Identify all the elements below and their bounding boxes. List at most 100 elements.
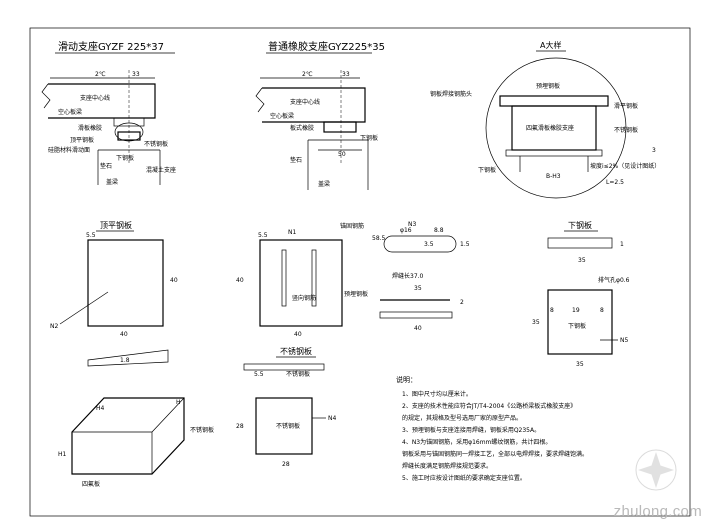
lbl-rubber: 板式橡胶 [290, 124, 314, 132]
note-line: 3、预埋钢板与支座连接用焊缝，钢板采用Q235A。 [402, 426, 540, 434]
title-stainless: 不锈钢板 [280, 346, 312, 356]
dim-h1: H1 [58, 451, 67, 458]
detail-a-view: A大样 钢板焊接钢筋头 预埋钢板 滑平钢板 不锈钢板 四氟滑板橡胶支座 下钢板 … [430, 40, 660, 199]
lbl-B: B-H3 [546, 173, 561, 180]
lbl-rubber: 滑板橡胶 [78, 124, 102, 132]
girder-outline [48, 83, 156, 119]
title-bottom-plate: 下钢板 [568, 220, 592, 230]
dim-40-len: 40 [414, 325, 422, 332]
bearing-body [323, 121, 357, 133]
dim-55: 5.5 [258, 232, 268, 239]
dim-40-bottom: 40 [294, 331, 302, 338]
note-line: 焊缝长度满足钢筋焊接规范要求。 [402, 462, 492, 470]
watermark-logo [635, 449, 677, 491]
lbl-h: H [176, 399, 181, 406]
title-common-bearing: 普通橡胶支座GYZ225*35 [268, 40, 385, 53]
lbl-top-plate: 顶平钢板 [70, 136, 94, 144]
dim-28-bottom: 28 [282, 461, 290, 468]
stainless-plate-view: 不锈钢板 5.5 不锈钢板 N4 28 28 不锈钢板 [236, 346, 336, 468]
dim-33: 35 [532, 319, 540, 326]
lbl-L: L=2.5 [606, 179, 624, 186]
lbl-side: 不锈钢板 [190, 426, 214, 434]
dim-18: 1.8 [120, 357, 130, 364]
sliding-bearing-view: 滑动支座GYZF 225*37 2℃ 33 支座中心线 空心板梁 滑板橡胶 顶平… [41, 40, 176, 186]
dim-h4: H4 [96, 405, 105, 412]
dim-40-left: 40 [236, 277, 244, 284]
bottom-steel-view: 下钢板 1 35 排气孔φ0.6 8 19 8 35 下钢板 N5 35 [532, 220, 630, 368]
rebar-right [311, 249, 317, 307]
lbl-pier: 垫石 [100, 162, 112, 170]
rebar-left [281, 249, 287, 307]
lbl-center: 不锈钢板 [276, 422, 300, 430]
dim-rod: φ16 [400, 227, 412, 234]
dim-cl: 2℃ [302, 71, 313, 78]
dim-33: 33 [342, 71, 350, 78]
notes-block: 说明： 1、图中尺寸均以厘米计。 2、支座的技术性能应符合JT/T4-2004《… [396, 375, 588, 482]
dim-1-5: 1.5 [460, 241, 470, 248]
dim-8: 8 [550, 307, 554, 314]
lbl-vertical: 竖向钢筋 [292, 294, 316, 302]
lbl-center: 四氟滑板橡胶支座 [526, 124, 574, 132]
note-line: 1、图中尺寸均以厘米计。 [402, 390, 472, 398]
detail-girder-plate [499, 95, 609, 107]
dim-50: 50 [338, 151, 346, 158]
plate-section [243, 363, 325, 371]
lbl-grease: 硅脂材料滑动面 [48, 146, 90, 154]
sheet-border [29, 27, 691, 517]
tag-n1: N1 [288, 229, 296, 236]
title-detail-a: A大样 [540, 40, 561, 50]
dim-35-len: 35 [414, 285, 422, 292]
title-sliding-bearing: 滑动支座GYZF 225*37 [58, 40, 164, 53]
dim-40-bottom: 40 [120, 331, 128, 338]
lbl-cover: 支座中心线 [80, 94, 110, 102]
plate-outline [255, 397, 313, 455]
tag-n2: N2 [50, 323, 58, 330]
leader-n2 [59, 291, 109, 325]
dim-40-right: 40 [170, 277, 178, 284]
lbl-outer: 四氟板 [82, 480, 100, 488]
dim-19: 19 [572, 307, 580, 314]
common-bearing-view: 普通橡胶支座GYZ225*35 2℃ 33 支座中心线 空心板梁 板式橡胶 下钢… [255, 40, 385, 190]
lbl-plate: 预埋钢板 [344, 290, 368, 298]
lbl-air: 空心板梁 [58, 108, 82, 116]
dim-2: 2 [460, 299, 464, 306]
dim-88: 8.8 [434, 227, 444, 234]
plate-section [547, 237, 613, 249]
plate-section [87, 349, 169, 367]
lbl-pad: 垫石 [290, 156, 302, 164]
note-line: 的规定，其规格及型号选用厂家的原型产品。 [402, 414, 522, 422]
detail-circle [114, 122, 144, 142]
tag-n3: N3 [408, 221, 416, 228]
lbl-left-bottom: 下钢板 [478, 166, 496, 174]
lbl-right-1: 滑平钢板 [614, 102, 638, 110]
note-line: 钢板采用与锚固钢筋同一焊接工艺，全部以电焊焊接，要求焊缝饱满。 [402, 450, 588, 458]
top-steel-plate-view: 顶平钢板 5.5 40 40 N2 1.8 [50, 220, 178, 367]
lbl-concrete: 混凝土支座 [146, 166, 176, 174]
plate-outline [259, 239, 343, 327]
dim-28-left: 28 [236, 423, 244, 430]
plate-outline [87, 239, 164, 327]
lbl-cover: 支座中心线 [290, 98, 320, 106]
lbl-right-2: 不锈钢板 [614, 126, 638, 134]
lbl-stainless: 不锈钢板 [144, 140, 168, 148]
break-line [255, 87, 265, 113]
bearing-top-plate [113, 117, 145, 127]
lbl-bottom: 下钢板 [116, 154, 134, 162]
dim-cl: 2℃ [95, 71, 106, 78]
lbl-bottom: 下钢板 [360, 134, 378, 142]
dim-8b: 8 [600, 307, 604, 314]
note-line: 4、N3为锚固钢筋，采用φ16mm螺纹钢筋，共计四根。 [402, 438, 551, 446]
dim-55: 5.5 [254, 371, 264, 378]
tag-n4: N4 [328, 415, 336, 422]
lbl-center: 下钢板 [568, 322, 586, 330]
lbl-cap: 盖梁 [106, 178, 118, 186]
plate-outline [547, 289, 613, 355]
lbl-slope: 坡度i≤2%（见设计图纸） [590, 162, 660, 170]
notes-heading: 说明： [396, 375, 417, 384]
lbl-weld: 焊缝长37.0 [392, 272, 424, 280]
detail-circle [485, 57, 627, 199]
dim-1: 1 [620, 241, 624, 248]
lbl-left-top: 钢板焊接钢筋头 [430, 90, 472, 98]
dim-33: 33 [132, 71, 140, 78]
